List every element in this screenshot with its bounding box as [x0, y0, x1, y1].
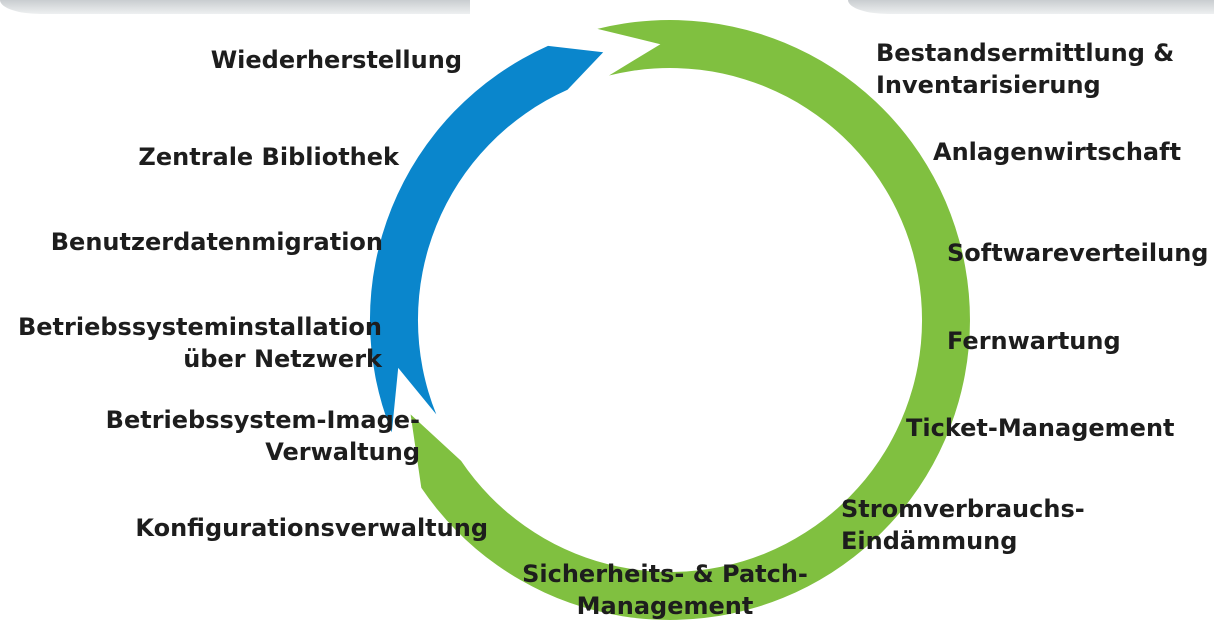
- label-betriebssysteminstallation-line1: Betriebssysteminstallation: [17, 313, 382, 341]
- label-zentrale-bibliothek-line1: Zentrale Bibliothek: [138, 143, 399, 171]
- label-sicherheits-patch-management-line2: Management: [576, 592, 754, 620]
- label-konfigurationsverwaltung: Konfigurationsverwaltung: [135, 512, 488, 544]
- label-anlagenwirtschaft: Anlagenwirtschaft: [933, 136, 1181, 168]
- label-konfigurationsverwaltung-line1: Konfigurationsverwaltung: [135, 514, 488, 542]
- label-bestandsermittlung: Bestandsermittlung & Inventarisierung: [876, 37, 1174, 101]
- label-anlagenwirtschaft-line1: Anlagenwirtschaft: [933, 138, 1182, 166]
- label-betriebssystem-image-verwaltung-line2: Verwaltung: [265, 438, 420, 466]
- label-stromverbrauchs-eindaemmung-line1: Stromverbrauchs-: [841, 495, 1085, 523]
- label-stromverbrauchs-eindaemmung-line2: Eindämmung: [841, 527, 1018, 555]
- label-sicherheits-patch-management-line1: Sicherheits- & Patch-: [522, 560, 808, 588]
- label-ticket-management-line1: Ticket-Management: [906, 414, 1175, 442]
- decorative-top-strip-left: [0, 0, 470, 14]
- label-bestandsermittlung-line2: Inventarisierung: [876, 71, 1101, 99]
- label-betriebssystem-image-verwaltung-line1: Betriebssystem-Image-: [105, 406, 420, 434]
- decorative-top-strip-right: [848, 0, 1214, 14]
- label-zentrale-bibliothek: Zentrale Bibliothek: [138, 141, 399, 173]
- label-stromverbrauchs-eindaemmung: Stromverbrauchs- Eindämmung: [841, 493, 1085, 557]
- label-ticket-management: Ticket-Management: [906, 412, 1175, 444]
- label-betriebssysteminstallation: Betriebssysteminstallation über Netzwerk: [18, 311, 382, 375]
- label-benutzerdatenmigration: Benutzerdatenmigration: [51, 226, 383, 258]
- label-betriebssystem-image-verwaltung: Betriebssystem-Image- Verwaltung: [106, 404, 420, 468]
- label-softwareverteilung: Softwareverteilung: [947, 237, 1208, 269]
- label-softwareverteilung-line1: Softwareverteilung: [947, 239, 1209, 267]
- label-sicherheits-patch-management: Sicherheits- & Patch- Management: [520, 558, 810, 622]
- label-bestandsermittlung-line1: Bestandsermittlung &: [876, 39, 1175, 67]
- label-betriebssysteminstallation-line2: über Netzwerk: [183, 345, 382, 373]
- label-benutzerdatenmigration-line1: Benutzerdatenmigration: [50, 228, 383, 256]
- label-fernwartung: Fernwartung: [947, 325, 1121, 357]
- label-wiederherstellung-line1: Wiederherstellung: [210, 46, 462, 74]
- label-wiederherstellung: Wiederherstellung: [211, 44, 462, 76]
- label-fernwartung-line1: Fernwartung: [947, 327, 1121, 355]
- blue-arc-arrow: [369, 45, 604, 433]
